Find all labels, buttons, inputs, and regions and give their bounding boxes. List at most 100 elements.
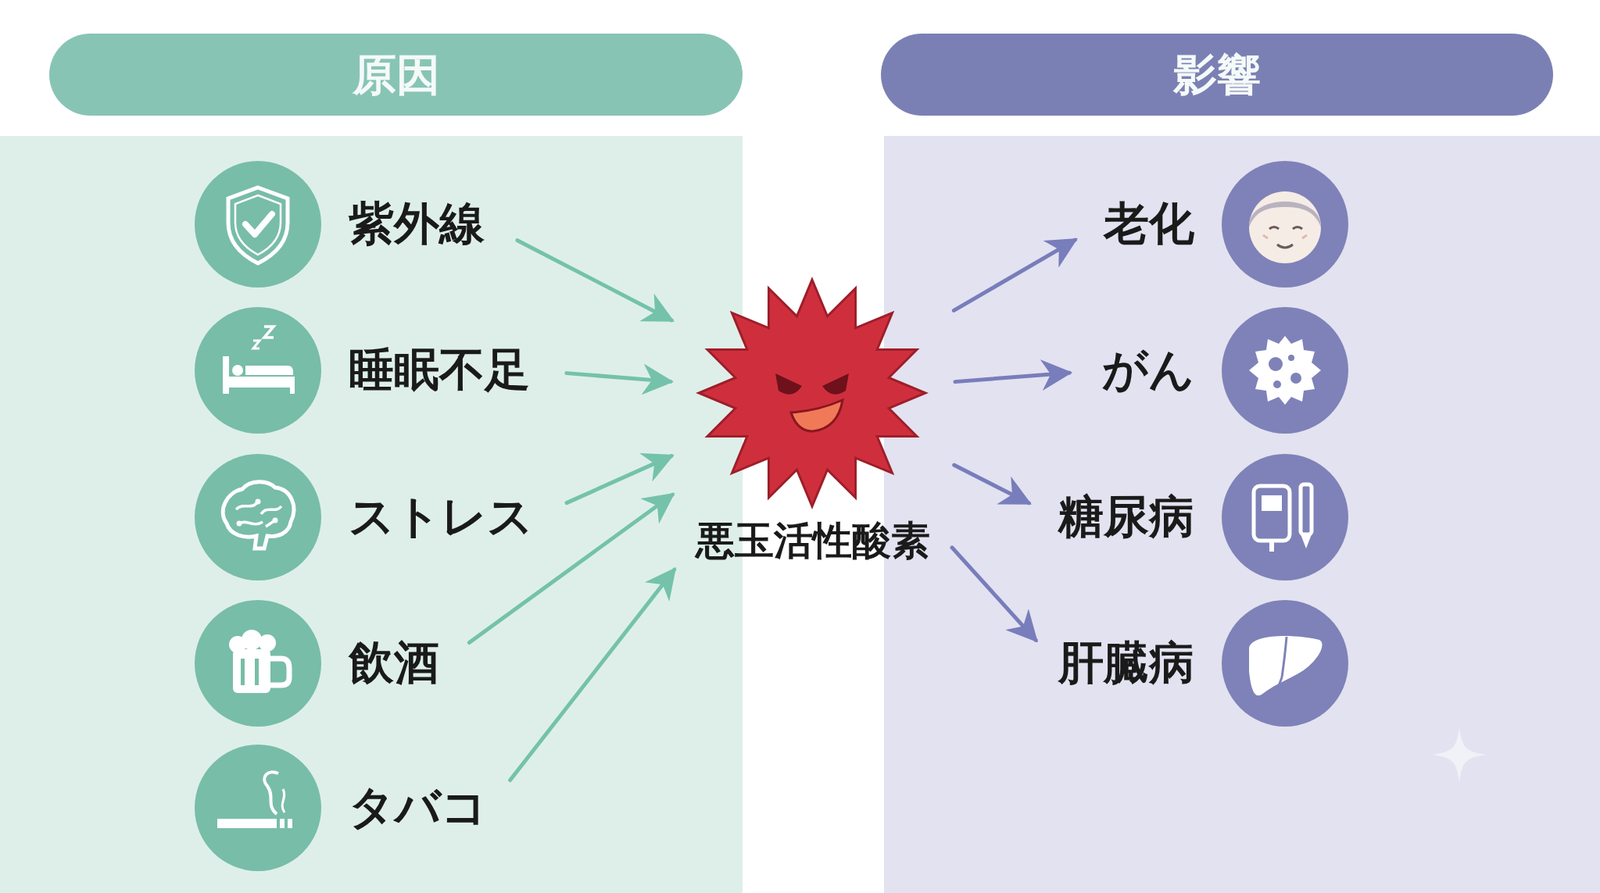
beer-mug-icon-part xyxy=(194,600,322,727)
effect-label: 糖尿病 xyxy=(1056,486,1196,548)
glucose-meter-icon-part xyxy=(1300,484,1312,535)
bed-icon-part xyxy=(222,356,230,394)
radical-starburst-part xyxy=(822,373,849,395)
header-pill: 影響 xyxy=(880,33,1554,116)
elderly-face-icon-part xyxy=(1249,201,1321,228)
bed-icon-part xyxy=(232,365,244,376)
label-text: がん xyxy=(1102,343,1195,398)
cigarette-icon-part xyxy=(264,772,279,815)
cause-label: 睡眠不足 xyxy=(347,340,532,401)
brain-icon-part xyxy=(236,501,282,527)
shield-icon-part xyxy=(194,161,322,288)
sparkle xyxy=(1431,727,1487,783)
connector-arrow xyxy=(566,456,672,504)
label-text: タバコ xyxy=(348,780,487,836)
glucose-meter-icon-part xyxy=(1269,540,1275,552)
elderly-face-icon xyxy=(1221,161,1349,288)
shield-icon xyxy=(194,161,322,288)
cigarette-icon-part xyxy=(194,744,322,872)
brain-icon-part xyxy=(255,499,262,505)
beer-mug-icon-part xyxy=(241,629,262,651)
label-text: ストレス xyxy=(348,490,534,545)
connector-arrow xyxy=(566,373,671,383)
glucose-meter-icon-part xyxy=(1261,495,1282,512)
label-text: 老化 xyxy=(1103,196,1195,252)
beer-mug-icon-part xyxy=(240,658,245,686)
causes-panel xyxy=(0,136,743,893)
cancer-cell-icon-part xyxy=(1221,307,1349,434)
label-text: 紫外線 xyxy=(348,196,485,252)
connector-arrow xyxy=(954,465,1030,504)
shield-icon-part xyxy=(235,195,281,255)
radical-starburst-part xyxy=(775,373,802,395)
bed-icon-part xyxy=(229,376,295,388)
effects-panel xyxy=(884,136,1600,893)
glucose-meter-icon-part xyxy=(1253,486,1290,541)
label-text: 原因 xyxy=(352,48,441,101)
label-text: 影響 xyxy=(1173,48,1261,101)
cause-label: ストレス xyxy=(347,486,535,548)
brain-icon-part xyxy=(222,482,294,549)
cigarette-icon-part xyxy=(282,789,285,813)
cause-label: 紫外線 xyxy=(347,193,487,255)
elderly-face-icon-part xyxy=(1263,235,1307,239)
cause-label: タバコ xyxy=(347,777,489,839)
liver-icon xyxy=(1221,600,1349,727)
bed-icon-part xyxy=(289,376,295,394)
glucose-meter-icon-part xyxy=(1221,454,1349,581)
label-text: 肝臓病 xyxy=(1058,636,1195,691)
connector-arrow xyxy=(952,547,1036,641)
radical-node: 悪玉活性酸素 xyxy=(680,277,946,571)
effect-label: がん xyxy=(1100,340,1196,401)
label-text: 飲酒 xyxy=(348,636,440,691)
glucose-meter-icon-part xyxy=(1300,534,1312,549)
connector-arrow xyxy=(953,239,1075,311)
bed-icon xyxy=(194,307,322,434)
cigarette-icon-part xyxy=(279,819,285,829)
elderly-face-icon-part xyxy=(1221,161,1349,288)
effect-label: 老化 xyxy=(1102,193,1196,255)
bed-icon-part xyxy=(253,340,260,349)
bed-icon-part xyxy=(264,326,274,338)
beer-mug-icon-part xyxy=(258,634,276,652)
cancer-cell-icon-part xyxy=(1288,354,1295,362)
shield-icon-part xyxy=(245,214,273,235)
elderly-face-icon-part xyxy=(1269,227,1303,230)
cigarette-icon xyxy=(194,744,322,872)
liver-icon-part xyxy=(1277,677,1282,691)
liver-icon-part xyxy=(1221,600,1349,727)
beer-mug-icon-part xyxy=(254,658,259,686)
cancer-cell-icon-part xyxy=(1268,357,1283,372)
cancer-cell-icon xyxy=(1221,307,1349,434)
beer-mug-icon-part xyxy=(270,658,290,686)
cigarette-icon-part xyxy=(287,819,293,829)
header-pill: 原因 xyxy=(49,33,743,116)
cancer-cell-icon-part xyxy=(1249,336,1321,405)
beer-mug-icon xyxy=(194,600,322,727)
label-text: 睡眠不足 xyxy=(348,343,530,398)
brain-icon-part xyxy=(236,521,243,527)
cigarette-icon-part xyxy=(217,819,277,829)
bed-icon-part xyxy=(245,365,294,376)
radical-starburst-part xyxy=(698,279,926,507)
liver-icon-part xyxy=(1249,636,1323,696)
cause-label: 飲酒 xyxy=(347,633,441,695)
liver-icon-part xyxy=(1281,637,1287,678)
elderly-face-icon-part xyxy=(1277,244,1293,248)
brain-icon xyxy=(194,454,322,581)
effect-label: 肝臓病 xyxy=(1056,633,1196,695)
beer-mug-icon-part xyxy=(232,649,271,694)
brain-icon-part xyxy=(194,454,322,581)
elderly-face-icon-part xyxy=(1249,191,1321,264)
bed-icon-part xyxy=(194,307,322,434)
glucose-meter-icon xyxy=(1221,454,1349,581)
connector-arrow xyxy=(510,569,675,781)
cancer-cell-icon-part xyxy=(1290,372,1302,384)
label-text: 糖尿病 xyxy=(1058,490,1195,545)
label-text: 悪玉活性酸素 xyxy=(695,517,931,565)
radical-starburst xyxy=(698,279,926,507)
connector-arrow xyxy=(517,240,672,321)
